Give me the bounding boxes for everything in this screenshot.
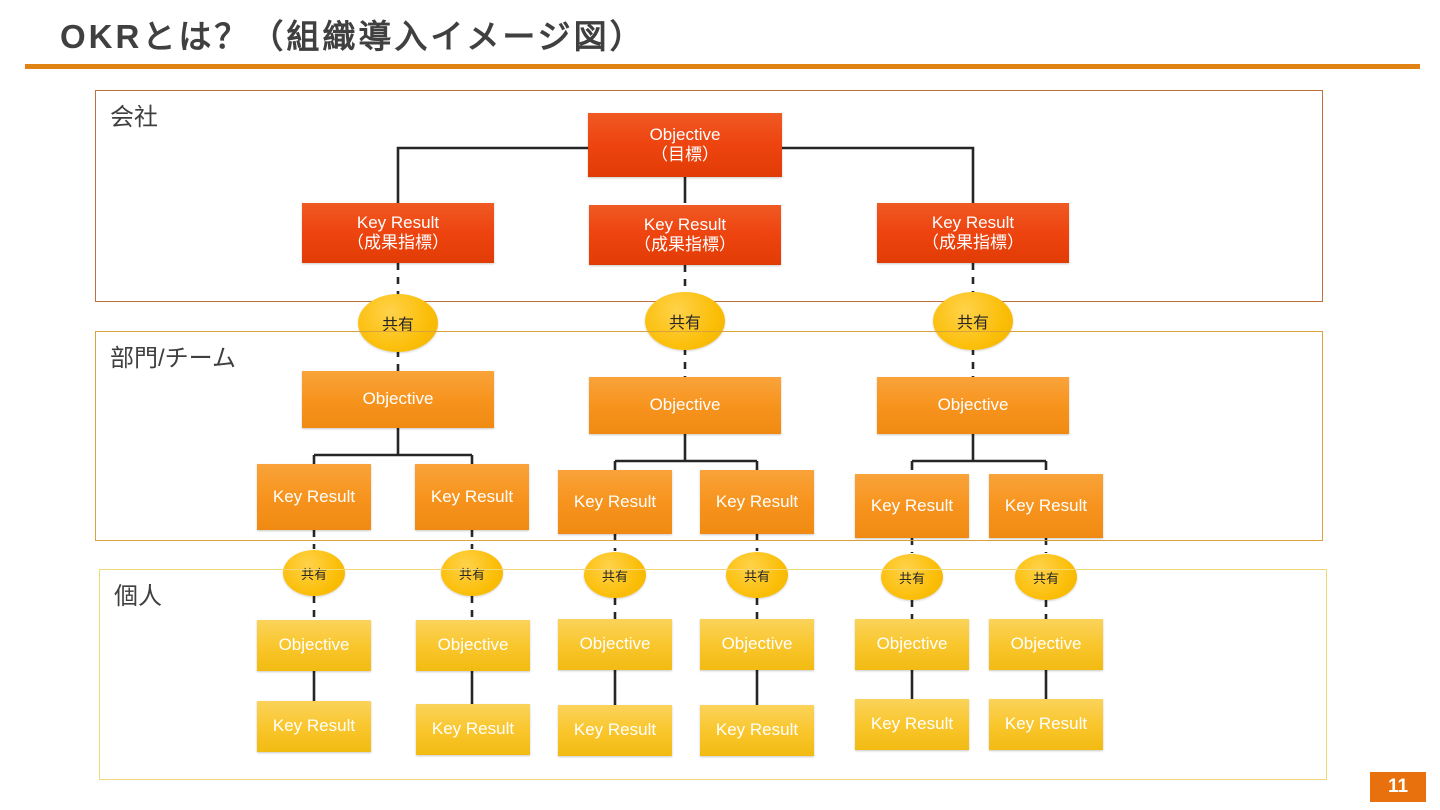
individual-kr-3-label: Key Result (573, 720, 657, 740)
department-key-result-1-1[interactable]: Key Result (257, 464, 371, 530)
share-node-company-dept-3[interactable]: 共有 (933, 292, 1013, 350)
company-objective-line1: Objective (649, 124, 721, 144)
department-key-result-3-1[interactable]: Key Result (855, 474, 969, 538)
individual-kr-4-label: Key Result (715, 720, 799, 740)
share-label: 共有 (743, 568, 770, 584)
department-kr-2-1-label: Key Result (573, 491, 657, 511)
share-label: 共有 (601, 568, 628, 584)
section-department: 部門/チーム (95, 331, 1323, 541)
title-divider (25, 64, 1420, 69)
share-node-dept-indiv-6[interactable]: 共有 (1015, 554, 1077, 600)
company-objective[interactable]: Objective （目標） (588, 113, 782, 177)
department-kr-1-1-label: Key Result (272, 486, 356, 506)
individual-objective-5-label: Objective (876, 634, 948, 654)
share-node-dept-indiv-2[interactable]: 共有 (441, 550, 503, 596)
department-objective-2[interactable]: Objective (589, 377, 781, 434)
department-key-result-2-1[interactable]: Key Result (558, 470, 672, 534)
company-key-result-1[interactable]: Key Result （成果指標） (302, 203, 494, 263)
individual-key-result-1[interactable]: Key Result (257, 701, 371, 752)
department-key-result-3-2[interactable]: Key Result (989, 474, 1103, 538)
department-objective-2-label: Objective (649, 395, 721, 415)
share-node-dept-indiv-4[interactable]: 共有 (726, 552, 788, 598)
individual-key-result-2[interactable]: Key Result (416, 704, 530, 755)
department-kr-3-2-label: Key Result (1004, 495, 1088, 515)
individual-objective-4-label: Objective (721, 634, 793, 654)
individual-objective-3-label: Objective (579, 634, 651, 654)
individual-key-result-4[interactable]: Key Result (700, 705, 814, 756)
share-label: 共有 (1032, 570, 1059, 586)
share-node-company-dept-1[interactable]: 共有 (358, 294, 438, 352)
department-objective-1[interactable]: Objective (302, 371, 494, 428)
page-title: OKRとは？（組織導入イメージ図） (60, 18, 646, 55)
individual-kr-5-label: Key Result (870, 714, 954, 734)
department-objective-3[interactable]: Objective (877, 377, 1069, 434)
individual-objective-3[interactable]: Objective (558, 619, 672, 670)
department-key-result-2-2[interactable]: Key Result (700, 470, 814, 534)
individual-objective-6-label: Objective (1010, 634, 1082, 654)
individual-kr-1-label: Key Result (272, 716, 356, 736)
company-kr3-line1: Key Result (931, 212, 1015, 232)
company-kr1-line2: （成果指標） (347, 233, 449, 252)
company-kr1-line1: Key Result (356, 212, 440, 232)
department-kr-3-1-label: Key Result (870, 495, 954, 515)
share-label: 共有 (381, 317, 414, 334)
individual-kr-6-label: Key Result (1004, 714, 1088, 734)
individual-key-result-5[interactable]: Key Result (855, 699, 969, 750)
section-label-company: 会社 (110, 104, 158, 131)
share-label: 共有 (898, 570, 925, 586)
page-number-badge: 11 (1370, 772, 1426, 802)
individual-objective-4[interactable]: Objective (700, 619, 814, 670)
share-node-dept-indiv-3[interactable]: 共有 (584, 552, 646, 598)
individual-objective-6[interactable]: Objective (989, 619, 1103, 670)
department-objective-3-label: Objective (937, 395, 1009, 415)
share-node-dept-indiv-1[interactable]: 共有 (283, 550, 345, 596)
company-kr2-line1: Key Result (643, 214, 727, 234)
individual-kr-2-label: Key Result (431, 719, 515, 739)
department-objective-1-label: Objective (362, 389, 434, 409)
company-kr2-line2: （成果指標） (634, 235, 736, 254)
share-label: 共有 (300, 566, 327, 582)
share-node-dept-indiv-5[interactable]: 共有 (881, 554, 943, 600)
individual-objective-5[interactable]: Objective (855, 619, 969, 670)
section-individual: 個人 (99, 569, 1327, 780)
share-label: 共有 (956, 315, 989, 332)
share-label: 共有 (458, 566, 485, 582)
individual-objective-2-label: Objective (437, 635, 509, 655)
individual-objective-1[interactable]: Objective (257, 620, 371, 671)
department-kr-2-2-label: Key Result (715, 491, 799, 511)
section-label-individual: 個人 (114, 583, 162, 610)
share-node-company-dept-2[interactable]: 共有 (645, 292, 725, 350)
company-objective-line2: （目標） (651, 145, 719, 164)
company-key-result-2[interactable]: Key Result （成果指標） (589, 205, 781, 265)
section-label-department: 部門/チーム (110, 345, 236, 372)
company-key-result-3[interactable]: Key Result （成果指標） (877, 203, 1069, 263)
department-kr-1-2-label: Key Result (430, 486, 514, 506)
individual-key-result-6[interactable]: Key Result (989, 699, 1103, 750)
company-kr3-line2: （成果指標） (922, 233, 1024, 252)
individual-objective-2[interactable]: Objective (416, 620, 530, 671)
individual-objective-1-label: Objective (278, 635, 350, 655)
share-label: 共有 (668, 315, 701, 332)
department-key-result-1-2[interactable]: Key Result (415, 464, 529, 530)
individual-key-result-3[interactable]: Key Result (558, 705, 672, 756)
